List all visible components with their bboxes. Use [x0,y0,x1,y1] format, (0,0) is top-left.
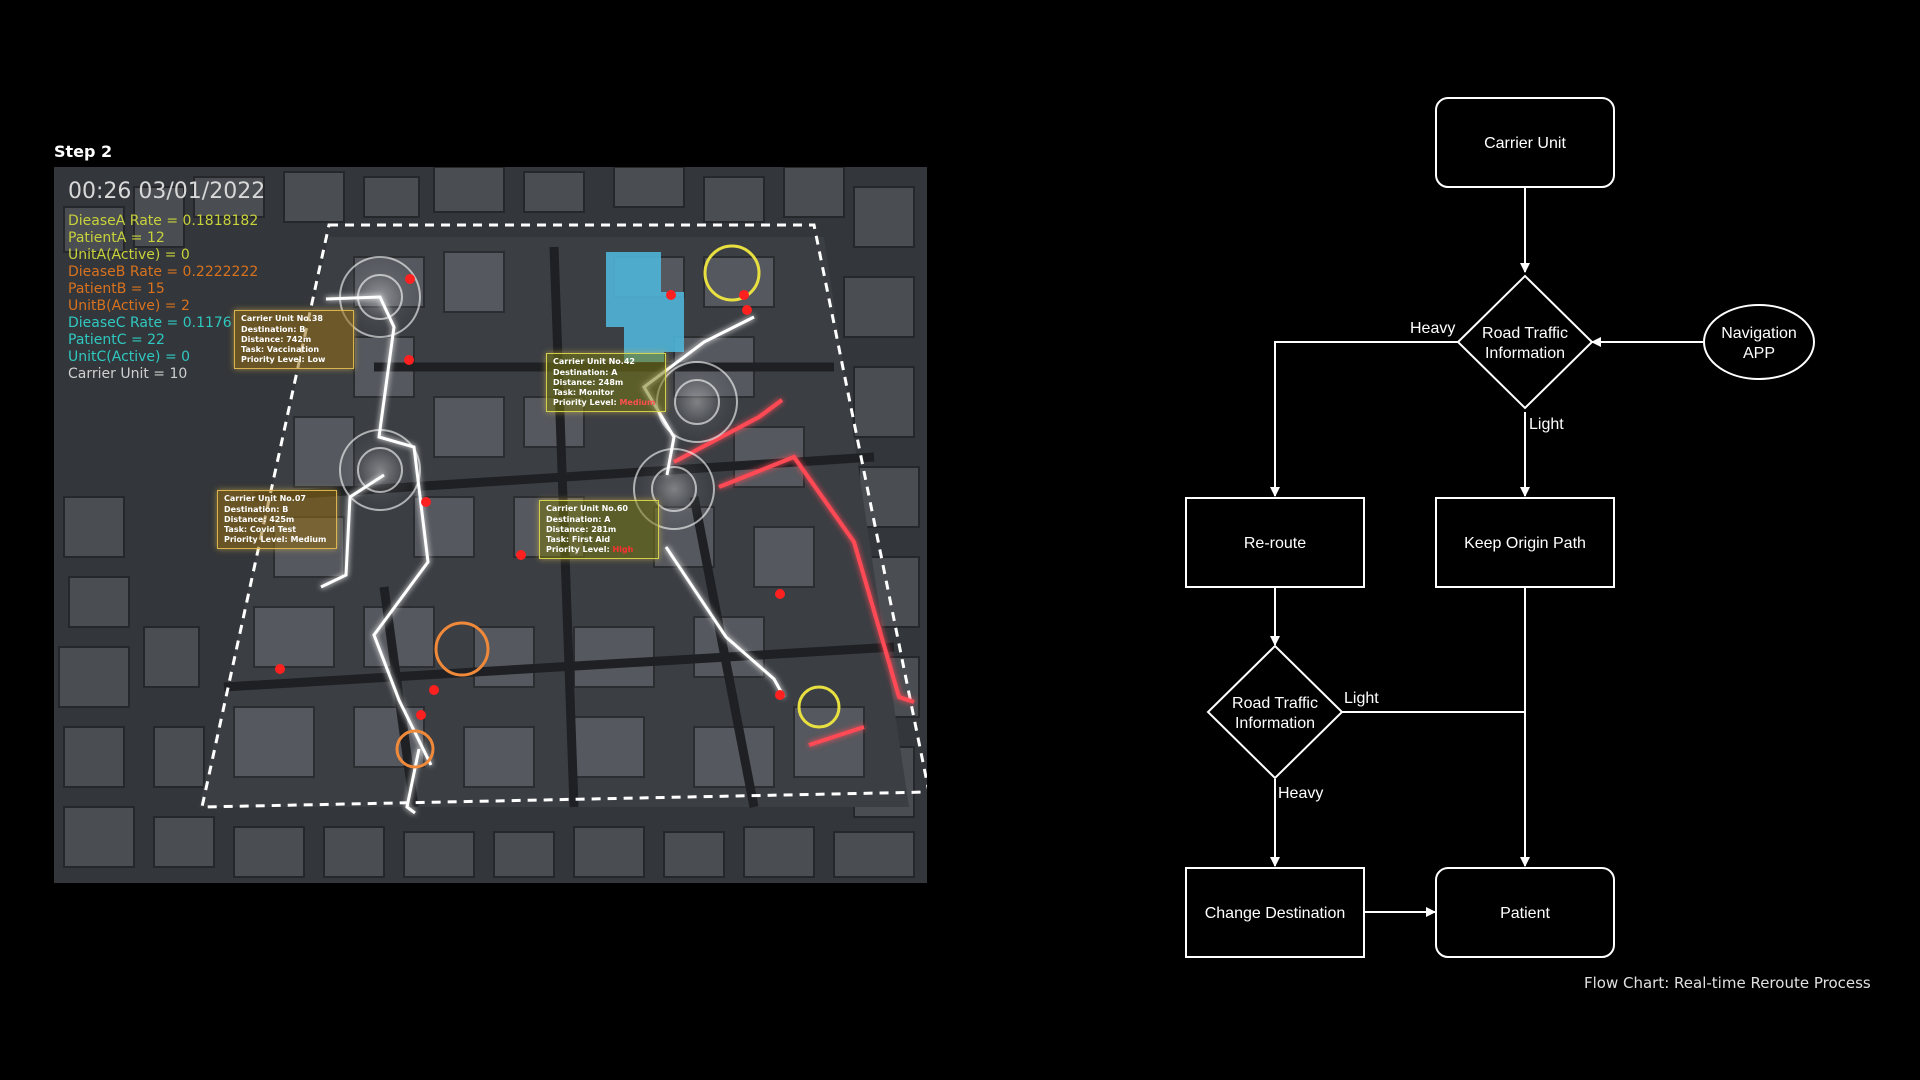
label-change-destination: Change Destination [1205,905,1346,922]
stat-line: DieaseA Rate = 0.1818182 [68,213,259,229]
label-reroute: Re-route [1244,535,1306,552]
stat-line: PatientC = 22 [68,332,165,348]
card-distance: Distance: 248m [553,378,624,387]
card-title: Carrier Unit No.42 [553,357,635,366]
city-map-graphic [54,167,927,883]
priority-value: Low [307,355,326,364]
stat-line: PatientA = 12 [68,230,165,246]
simulation-clock: 00:26 03/01/2022 [68,179,266,204]
priority-value: Medium [290,535,327,544]
label-navigation-line2: APP [1743,345,1775,362]
label-navigation: Navigation [1721,325,1797,342]
node-road-traffic-2 [1206,644,1344,780]
card-task: Task: Covid Test [224,525,297,534]
card-task: Task: Vaccination [241,345,320,354]
stat-line: UnitA(Active) = 0 [68,247,190,263]
node-keep-origin [1435,497,1615,588]
edge-label-light-2: Light [1344,690,1379,707]
node-reroute [1185,497,1365,588]
card-title: Carrier Unit No.07 [224,494,306,503]
routes-red [673,398,915,747]
card-destination: Destination: B [224,505,289,514]
card-distance: Distance: 425m [224,515,295,524]
node-patient [1435,867,1615,958]
edge-heavy-to-reroute [1270,341,1459,497]
stat-line: DieaseC Rate = 0.1176 [68,315,232,331]
flow-node-labels: Carrier Unit Road Traffic Information Na… [1205,135,1797,922]
carrier-unit-card[interactable]: Carrier Unit No.60 Destination: A Distan… [539,500,659,559]
label-patient: Patient [1500,905,1550,922]
target-zones [395,244,841,769]
carrier-unit-card[interactable]: Carrier Unit No.07 Destination: B Distan… [217,490,337,549]
card-priority: Priority Level: Medium [224,535,327,544]
priority-value: High [612,545,634,554]
edge-label-heavy-2: Heavy [1278,785,1323,802]
card-destination: Destination: A [553,368,618,377]
stat-line: UnitC(Active) = 0 [68,349,191,365]
node-navigation-app [1703,304,1815,380]
priority-value: Medium [619,398,656,407]
label-road-traffic-1-line2: Information [1485,345,1565,362]
card-priority: Priority Level: High [546,545,634,554]
node-carrier-unit [1435,97,1615,188]
stat-line: PatientB = 15 [68,281,165,297]
city-map-panel: 00:26 03/01/2022 DieaseA Rate = 0.181818… [54,167,927,883]
edge-label-light-1: Light [1529,416,1564,433]
stat-line: UnitB(Active) = 2 [68,298,190,314]
label-carrier-unit: Carrier Unit [1484,135,1566,152]
label-road-traffic-2: Road Traffic [1232,695,1318,712]
card-destination: Destination: B [241,325,306,334]
outer-buildings [58,167,920,878]
card-title: Carrier Unit No.60 [546,504,628,513]
node-road-traffic-1 [1456,274,1594,410]
carrier-unit-card[interactable]: Carrier Unit No.38 Destination: B Distan… [234,310,354,369]
step-label: Step 2 [54,142,113,161]
card-priority: Priority Level: Low [241,355,326,364]
edge-label-heavy-1: Heavy [1410,320,1455,337]
simulation-hud: 00:26 03/01/2022 DieaseA Rate = 0.181818… [68,179,265,383]
label-road-traffic-1: Road Traffic [1482,325,1568,342]
card-task: Task: Monitor [553,388,615,397]
card-distance: Distance: 281m [546,525,617,534]
label-road-traffic-2-line2: Information [1235,715,1315,732]
flow-edge-labels: Heavy Light Light Heavy [1278,320,1564,802]
flow-edges [1270,188,1703,917]
card-priority: Priority Level: Medium [553,398,656,407]
node-change-destination [1185,867,1365,958]
flow-nodes [1185,97,1815,958]
card-task: Task: First Aid [546,535,611,544]
card-distance: Distance: 742m [241,335,312,344]
stat-line: DieaseB Rate = 0.2222222 [68,264,259,280]
label-keep-origin: Keep Origin Path [1464,535,1586,552]
flowchart-caption: Flow Chart: Real-time Reroute Process [1584,974,1871,992]
red-markers [275,274,785,720]
card-title: Carrier Unit No.38 [241,314,323,323]
zone-boundary [200,223,927,809]
carrier-unit-card[interactable]: Carrier Unit No.42 Destination: A Distan… [546,353,666,412]
card-destination: Destination: A [546,515,611,524]
stat-line: Carrier Unit = 10 [68,366,188,382]
